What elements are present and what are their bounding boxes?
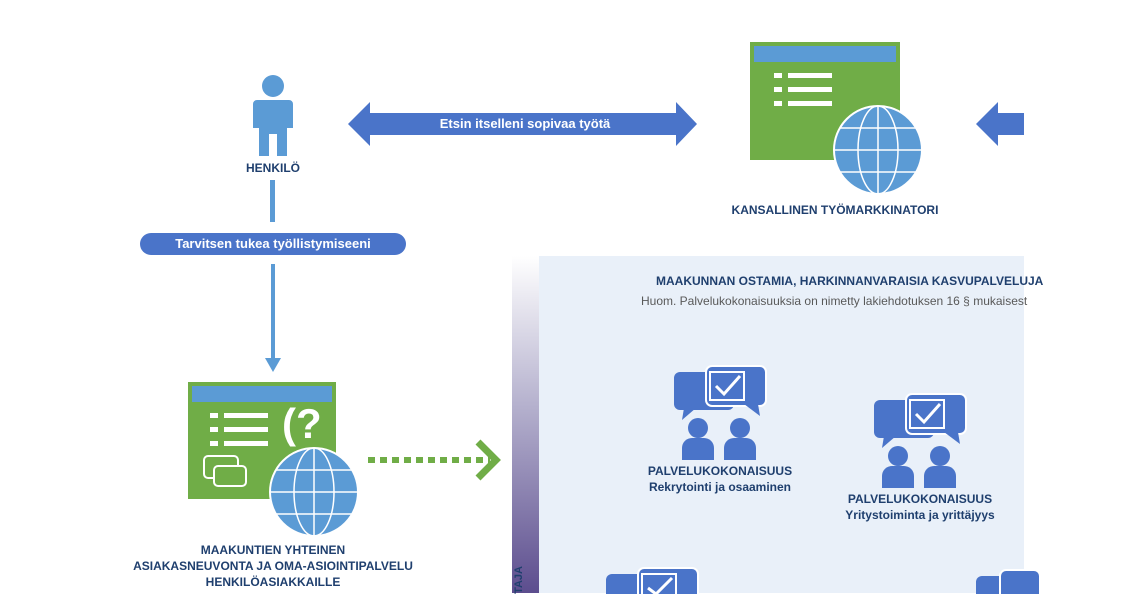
people-chat-check-icon xyxy=(606,567,699,594)
service-item: PALVELUKOKONAISUUS Rekrytointi ja osaami… xyxy=(620,463,820,495)
panel-side-strip xyxy=(512,256,539,593)
service-subtitle: Rekrytointi ja osaaminen xyxy=(648,480,792,494)
person-label: HENKILÖ xyxy=(246,161,300,175)
advisory-label: MAAKUNTIEN YHTEINEN ASIAKASNEUVONTA JA O… xyxy=(130,542,416,590)
exchange-arrow-label: Etsin itselleni sopivaa työtä xyxy=(439,116,611,131)
service-item: PALVELUKOKONAISUUS Yritystoiminta ja yri… xyxy=(820,491,1020,523)
people-chat-check-icon xyxy=(874,393,967,488)
panel-side-label: TAJA xyxy=(513,566,525,594)
svg-text:(?: (? xyxy=(282,400,322,447)
marketplace-label: KANSALLINEN TYÖMARKKINATORI xyxy=(731,203,939,217)
service-title: PALVELUKOKONAISUUS xyxy=(647,464,793,478)
advisory-label-line: ASIAKASNEUVONTA JA OMA-ASIOINTIPALVELU xyxy=(133,559,413,573)
left-arrow-partial xyxy=(976,102,1024,146)
connector-line xyxy=(270,180,275,222)
panel-note: Huom. Palvelukokonaisuuksia on nimetty l… xyxy=(641,294,1028,308)
need-support-pill: Tarvitsen tukea työllistymiseeni xyxy=(140,233,406,255)
diagram-canvas: HENKILÖ Etsin itselleni sopivaa työtä KA… xyxy=(130,42,1043,594)
down-arrow xyxy=(265,264,281,372)
service-title: PALVELUKOKONAISUUS xyxy=(847,492,993,506)
person-icon xyxy=(253,75,293,156)
service-subtitle: Yritystoiminta ja yrittäjyys xyxy=(845,508,995,522)
advisory-label-line: MAAKUNTIEN YHTEINEN xyxy=(200,543,346,557)
web-window-globe-icon xyxy=(750,42,923,195)
dotted-arrow xyxy=(368,439,501,481)
panel-title: MAAKUNNAN OSTAMIA, HARKINNANVARAISIA KAS… xyxy=(656,274,1044,288)
advisory-label-line: HENKILÖASIAKKAILLE xyxy=(205,575,341,589)
people-chat-check-icon xyxy=(674,365,767,460)
web-window-phone-chat-globe-icon: (? xyxy=(188,382,359,537)
double-arrow xyxy=(348,102,697,146)
people-chat-check-icon xyxy=(976,569,1041,594)
